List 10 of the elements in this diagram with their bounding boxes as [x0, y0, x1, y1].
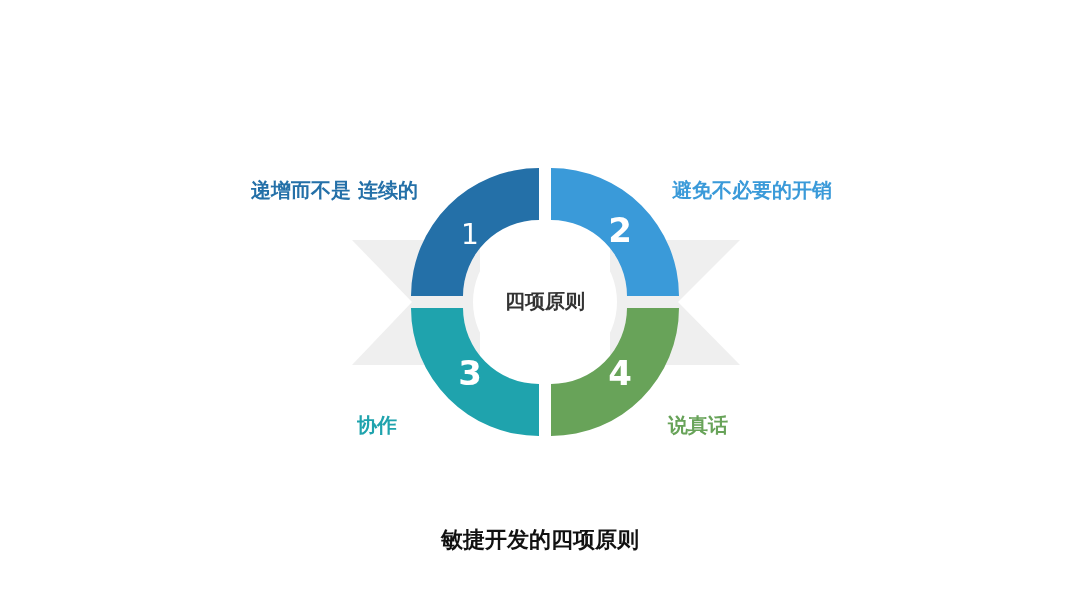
- principle-label: 说真话: [668, 412, 728, 439]
- principle-label: 递增而不是 连续的: [251, 177, 418, 204]
- segment-number: 4: [607, 352, 633, 393]
- principle-label: 协作: [357, 412, 397, 439]
- principle-label: 避免不必要的开销: [672, 177, 832, 204]
- segment-number: 1: [460, 218, 480, 252]
- caption: 敏捷开发的四项原则: [439, 526, 640, 554]
- segment-number: 2: [607, 209, 633, 250]
- center-title: 四项原则: [504, 288, 586, 315]
- segment-number: 3: [457, 352, 483, 393]
